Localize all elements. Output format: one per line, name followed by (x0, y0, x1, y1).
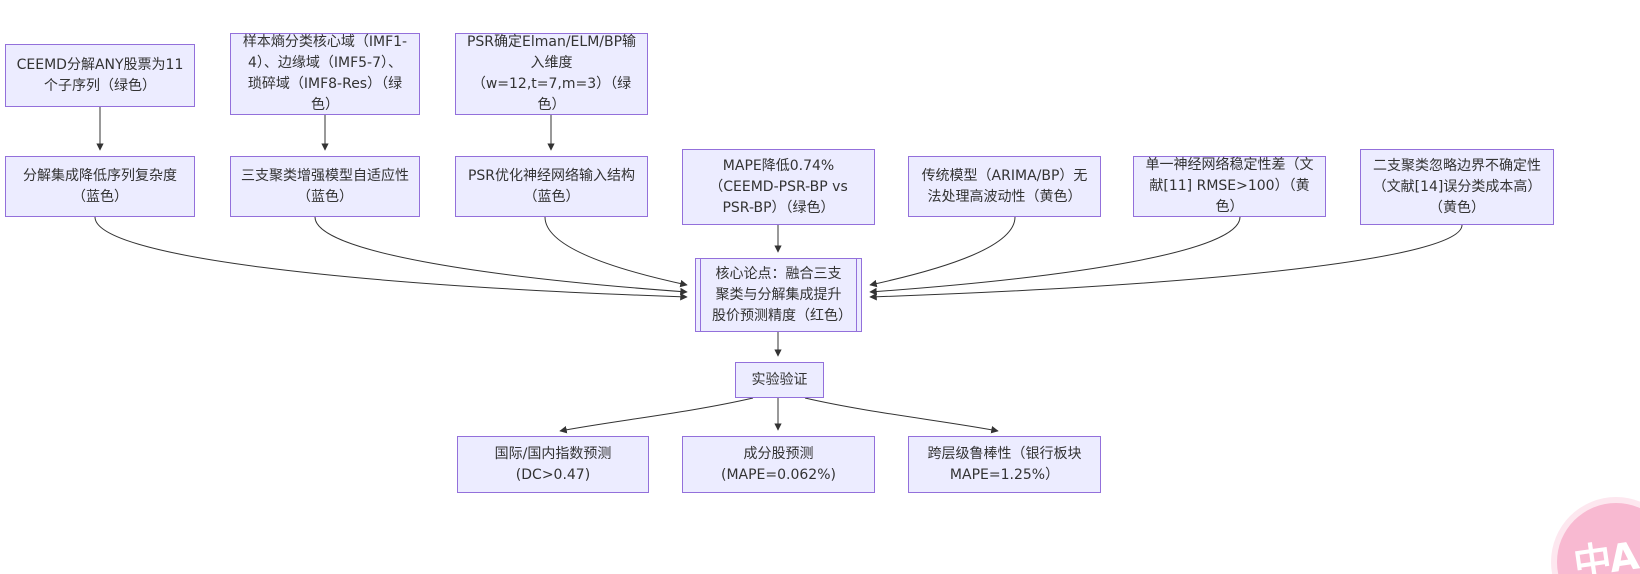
edge-singlenn-core (869, 216, 1241, 296)
edge-experiment-index (559, 397, 754, 434)
node-label: 样本熵分类核心域（IMF1-4）、边缘域（IMF5-7）、琐碎域（IMF8-Re… (242, 34, 408, 113)
node-label: 单一神经网络稳定性差（文献[11] RMSE>100）（黄色） (1145, 157, 1314, 215)
node-label: 实验验证 (751, 371, 808, 388)
node-ceemd-decomposition: CEEMD分解ANY股票为11个子序列（绿色） (5, 44, 195, 107)
node-component-stock-prediction: 成分股预测 (MAPE=0.062%) (682, 436, 875, 493)
node-core-thesis: 核心论点：融合三支聚类与分解集成提升股价预测精度（红色） (695, 258, 862, 332)
node-label: 国际/国内指数预测 (DC>0.47) (494, 445, 612, 483)
node-sample-entropy: 样本熵分类核心域（IMF1-4）、边缘域（IMF5-7）、琐碎域（IMF8-Re… (230, 33, 420, 115)
node-psr-input-dimension: PSR确定Elman/ELM/BP输入维度（w=12,t=7,m=3）（绿色） (455, 33, 648, 115)
node-psr-optimization: PSR优化神经网络输入结构（蓝色） (455, 156, 648, 217)
translate-badge[interactable]: 中A (1557, 503, 1640, 574)
edge-traditional-core (869, 216, 1016, 288)
node-label: MAPE降低0.74%（CEEMD-PSR-BP vs PSR-BP）（绿色） (709, 157, 848, 216)
node-single-nn-instability: 单一神经网络稳定性差（文献[11] RMSE>100）（黄色） (1133, 156, 1326, 217)
node-label: CEEMD分解ANY股票为11个子序列（绿色） (16, 56, 184, 94)
node-traditional-model-limit: 传统模型（ARIMA/BP）无法处理高波动性（黄色） (908, 156, 1101, 217)
node-label: PSR确定Elman/ELM/BP输入维度（w=12,t=7,m=3）（绿色） (466, 34, 637, 113)
translate-icon: 中A (1570, 533, 1640, 574)
node-mape-improvement: MAPE降低0.74%（CEEMD-PSR-BP vs PSR-BP）（绿色） (682, 149, 875, 225)
node-label: 跨层级鲁棒性（银行板块 MAPE=1.25%） (927, 445, 1082, 483)
subroutine-border-left (700, 259, 701, 331)
node-experiment-validation: 实验验证 (735, 362, 824, 398)
node-label: 传统模型（ARIMA/BP）无法处理高波动性（黄色） (921, 167, 1088, 205)
node-decomposition-ensemble: 分解集成降低序列复杂度（蓝色） (5, 156, 195, 217)
subroutine-border-right (856, 259, 857, 331)
node-index-prediction: 国际/国内指数预测 (DC>0.47) (457, 436, 649, 493)
node-label: PSR优化神经网络输入结构（蓝色） (467, 167, 636, 205)
node-cross-level-robustness: 跨层级鲁棒性（银行板块 MAPE=1.25%） (908, 436, 1101, 493)
edge-psropt-core (544, 216, 688, 288)
edge-threeway-core (314, 216, 688, 296)
node-label: 核心论点：融合三支聚类与分解集成提升股价预测精度（红色） (712, 265, 852, 324)
edge-twoway-core (869, 224, 1463, 301)
node-three-way-clustering: 三支聚类增强模型自适应性（蓝色） (230, 156, 420, 217)
node-two-way-clustering-limit: 二支聚类忽略边界不确定性（文献[14]误分类成本高）（黄色） (1360, 149, 1554, 225)
edge-decomp-core (94, 216, 688, 301)
node-label: 分解集成降低序列复杂度（蓝色） (23, 167, 177, 205)
node-label: 成分股预测 (MAPE=0.062%) (721, 445, 836, 483)
edge-experiment-robustness (804, 397, 999, 434)
node-label: 三支聚类增强模型自适应性（蓝色） (241, 167, 409, 205)
node-label: 二支聚类忽略边界不确定性（文献[14]误分类成本高）（黄色） (1372, 157, 1542, 216)
